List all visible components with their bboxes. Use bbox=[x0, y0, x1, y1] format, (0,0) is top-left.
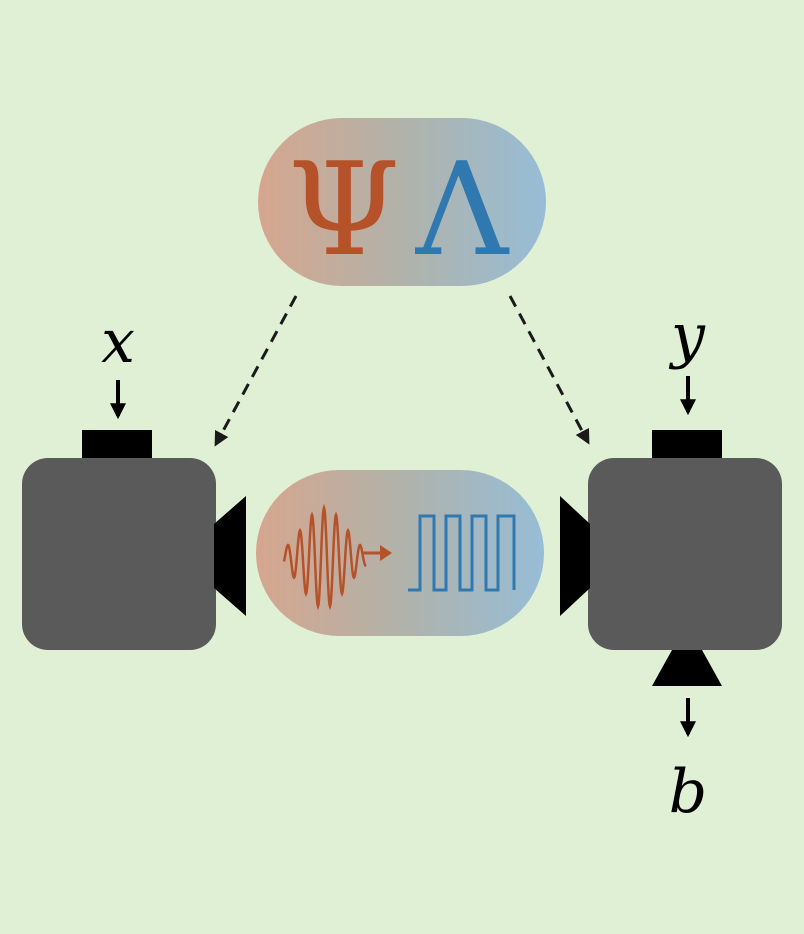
bob-output-label: b bbox=[669, 757, 707, 827]
source-pill: Ψ Λ bbox=[258, 118, 546, 286]
square-wave-icon bbox=[408, 514, 516, 592]
right-device: y b bbox=[560, 301, 782, 827]
source-pill-shape bbox=[258, 118, 546, 286]
channel-pill bbox=[256, 470, 544, 636]
right-device-box bbox=[588, 458, 782, 650]
right-channel-port bbox=[560, 496, 590, 616]
psi-symbol: Ψ bbox=[288, 136, 400, 285]
wave-packet-icon bbox=[282, 503, 367, 611]
wave-arrow-head-icon bbox=[380, 545, 392, 561]
right-input-port bbox=[652, 430, 722, 460]
left-input-port bbox=[82, 430, 152, 460]
left-channel-port bbox=[214, 496, 246, 616]
dashed-arrow-right bbox=[508, 295, 590, 445]
dashed-arrow-left bbox=[214, 295, 298, 447]
bob-input-label: y bbox=[668, 301, 706, 371]
left-device: x bbox=[22, 307, 246, 650]
left-device-box bbox=[22, 458, 216, 650]
lambda-symbol: Λ bbox=[415, 136, 510, 285]
alice-input-label: x bbox=[101, 307, 135, 377]
right-output-port bbox=[652, 650, 722, 686]
channel-pill-shape bbox=[256, 470, 544, 636]
